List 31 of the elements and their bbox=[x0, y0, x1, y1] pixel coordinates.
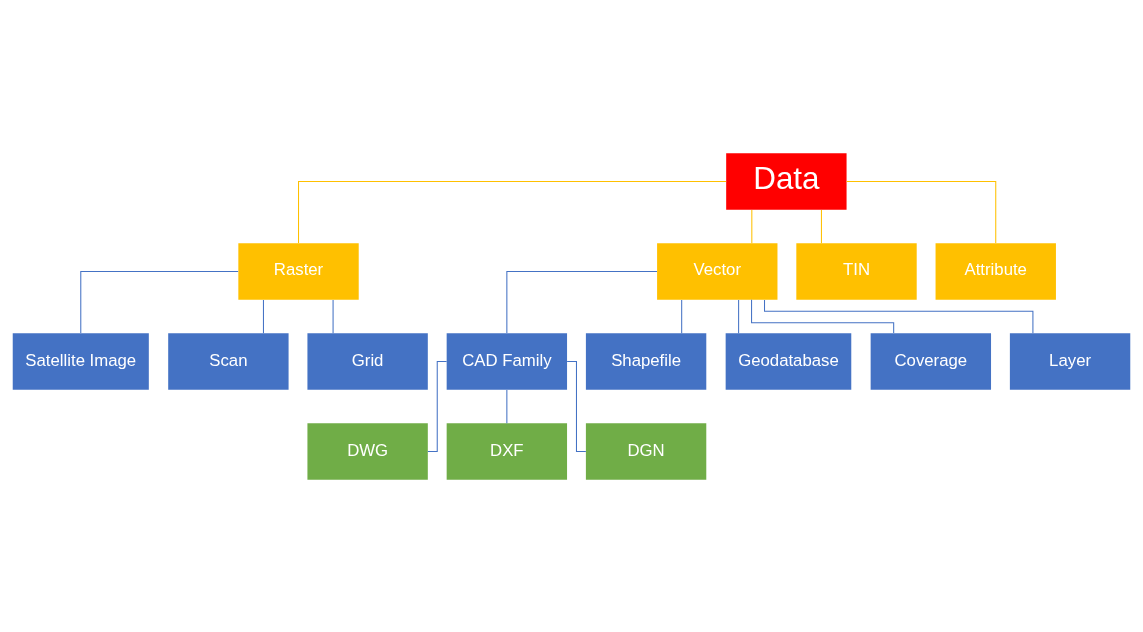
connector bbox=[820, 208, 822, 244]
node-box: CAD Family bbox=[446, 332, 568, 390]
connector bbox=[332, 298, 334, 334]
node-box: Satellite Image bbox=[12, 332, 149, 390]
node-box: Shapefile bbox=[585, 332, 707, 390]
node-box: TIN bbox=[796, 242, 917, 300]
connector bbox=[764, 298, 1034, 334]
node-box: Vector bbox=[657, 242, 778, 300]
connector bbox=[80, 270, 239, 334]
connector bbox=[506, 270, 658, 334]
connector bbox=[262, 298, 264, 334]
connector bbox=[506, 388, 508, 424]
node-box: Geodatabase bbox=[725, 332, 852, 390]
node-box: Coverage bbox=[870, 332, 992, 390]
connector bbox=[846, 180, 997, 244]
connector bbox=[751, 208, 753, 244]
connector bbox=[738, 298, 740, 334]
node-box: Data bbox=[726, 152, 847, 210]
connector bbox=[681, 298, 683, 334]
node-box: DGN bbox=[585, 422, 707, 480]
node-box: DWG bbox=[307, 422, 428, 480]
node-box: Grid bbox=[307, 332, 428, 390]
node-box: DXF bbox=[446, 422, 568, 480]
node-box: Layer bbox=[1009, 332, 1131, 390]
connector bbox=[427, 360, 448, 452]
node-box: Attribute bbox=[935, 242, 1056, 300]
connector bbox=[298, 180, 727, 244]
node-box: Raster bbox=[238, 242, 359, 300]
connector bbox=[751, 298, 895, 333]
node-box: Scan bbox=[168, 332, 289, 390]
connector bbox=[566, 360, 587, 452]
